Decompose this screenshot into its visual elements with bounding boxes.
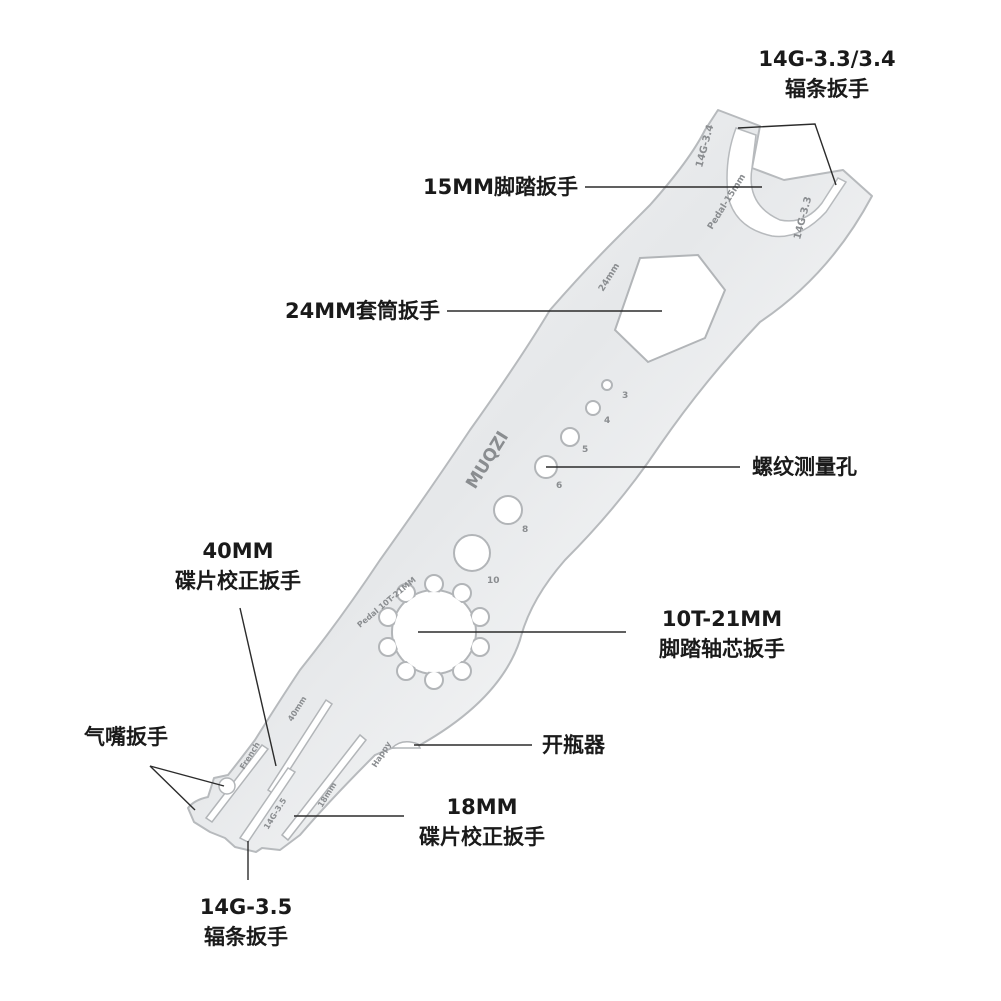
callout-pedal-axle-size: 10T-21MM: [661, 607, 783, 631]
engr-hole-6: 6: [556, 481, 562, 491]
slots: [204, 698, 368, 843]
callout-valve-wrench: 气嘴扳手: [84, 722, 168, 752]
engr-hole-3: 3: [622, 391, 628, 401]
thread-holes: [453, 379, 613, 572]
callout-disc-18mm-size: 18MM: [446, 795, 518, 819]
hole-8: [493, 495, 523, 525]
callout-spoke-33-34: 14G-3.3/3.4 辐条扳手: [752, 44, 902, 104]
hole-3: [601, 379, 613, 391]
slot-18mm: [280, 733, 368, 842]
callout-spoke-33-34-size: 14G-3.3/3.4: [758, 47, 896, 71]
engr-hole-4: 4: [604, 416, 610, 426]
callout-disc-40mm-size: 40MM: [202, 539, 274, 563]
valve-hole: [218, 777, 236, 795]
leader-valve-b: [149, 765, 196, 811]
callout-spoke-35: 14G-3.5 辐条扳手: [176, 892, 316, 952]
callout-pedal-15mm: 15MM脚踏扳手: [378, 172, 578, 202]
hole-5: [560, 427, 580, 447]
callout-spoke-35-size: 14G-3.5: [199, 895, 293, 919]
engr-hole-5: 5: [582, 445, 588, 455]
callout-pedal-axle-name: 脚踏轴芯扳手: [659, 637, 785, 661]
callout-bottle-opener-label: 开瓶器: [542, 733, 605, 757]
hole-10: [453, 534, 491, 572]
leader-valve-a: [149, 765, 225, 787]
jaw-15mm: [726, 127, 848, 238]
callout-pedal-axle: 10T-21MM 脚踏轴芯扳手: [632, 604, 812, 664]
callout-valve-wrench-label: 气嘴扳手: [84, 725, 168, 749]
callout-socket-24mm-label: 24MM套筒扳手: [284, 299, 440, 323]
callout-disc-18mm: 18MM 碟片校正扳手: [392, 792, 572, 852]
callout-disc-18mm-name: 碟片校正扳手: [419, 825, 545, 849]
callout-disc-40mm-name: 碟片校正扳手: [175, 569, 301, 593]
engr-hole-10: 10: [487, 576, 500, 586]
hex-socket-24mm: [613, 253, 727, 364]
callout-pedal-15mm-label: 15MM脚踏扳手: [422, 175, 578, 199]
callout-bottle-opener: 开瓶器: [542, 730, 605, 760]
leader-spoke-33-34: [737, 123, 837, 186]
callout-spoke-33-34-name: 辐条扳手: [785, 77, 869, 101]
callout-thread-holes: 螺纹测量孔: [752, 452, 857, 482]
engr-hole-8: 8: [522, 525, 528, 535]
callout-disc-40mm: 40MM 碟片校正扳手: [148, 536, 328, 596]
callout-spoke-35-name: 辐条扳手: [204, 925, 288, 949]
hole-4: [585, 400, 601, 416]
leader-lines: [149, 123, 837, 880]
callout-thread-holes-label: 螺纹测量孔: [752, 455, 857, 479]
leader-disc-40: [239, 607, 277, 767]
bottle-opener-notch: [390, 741, 422, 749]
callout-socket-24mm: 24MM套筒扳手: [240, 296, 440, 326]
